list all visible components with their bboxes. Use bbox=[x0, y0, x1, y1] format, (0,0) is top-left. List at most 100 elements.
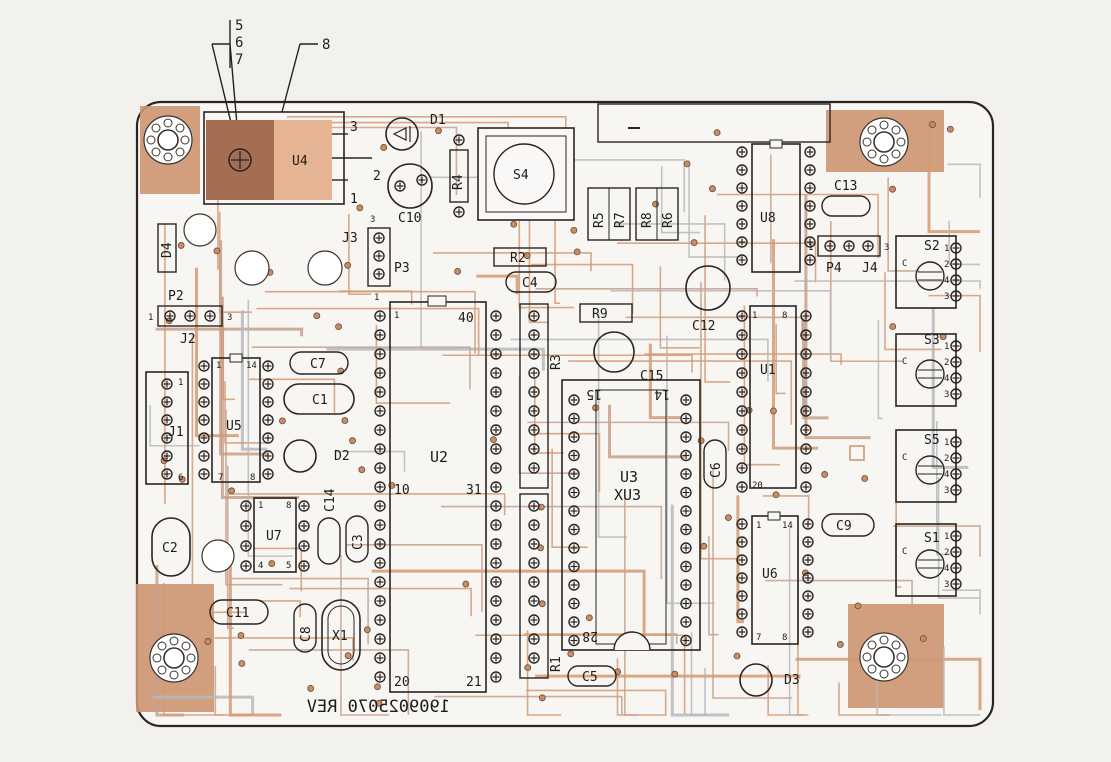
switch-pin-label: 4 bbox=[944, 276, 949, 286]
pin-u1-1: 1 bbox=[752, 311, 757, 321]
switch-pin-label: 1 bbox=[944, 532, 949, 542]
c1-capacitor bbox=[283, 383, 355, 415]
label-p2: P2 bbox=[168, 289, 184, 304]
u1-ic bbox=[749, 305, 797, 489]
p4-header bbox=[817, 235, 881, 257]
pin-u1-8: 8 bbox=[782, 311, 787, 321]
p2-header bbox=[157, 305, 223, 327]
pin-u6-14: 14 bbox=[782, 521, 793, 531]
label-d4: D4 bbox=[160, 242, 175, 258]
pin-u4-3: 3 bbox=[350, 120, 358, 135]
label-d1: D1 bbox=[430, 113, 446, 128]
pin-u5-7: 7 bbox=[218, 473, 223, 483]
label-c13: C13 bbox=[834, 179, 857, 194]
label-c10: C10 bbox=[398, 211, 421, 226]
r4-resistor bbox=[449, 134, 469, 218]
switch-common-label: C bbox=[902, 357, 907, 367]
switch-pin-label: 2 bbox=[944, 260, 949, 270]
switch-pin-label: 4 bbox=[944, 470, 949, 480]
label-u7: U7 bbox=[266, 529, 282, 544]
label-r9: R9 bbox=[592, 307, 608, 322]
pin-u3-14: 14 bbox=[654, 386, 670, 401]
switch-pin-label: 1 bbox=[944, 438, 949, 448]
plain-holes bbox=[183, 213, 343, 573]
label-c1: C1 bbox=[312, 393, 328, 408]
label-r4: R4 bbox=[451, 174, 466, 190]
pin-u5-14: 14 bbox=[246, 361, 257, 371]
pin-j1-6: 6 bbox=[178, 473, 183, 483]
c10-capacitor bbox=[387, 163, 433, 209]
switch-pin-label: 2 bbox=[944, 548, 949, 558]
c15-capacitor bbox=[593, 331, 635, 373]
pin-u6-7: 7 bbox=[756, 633, 761, 643]
pin-u5-8: 8 bbox=[250, 473, 255, 483]
label-c6: C6 bbox=[709, 462, 724, 478]
label-c4: C4 bbox=[522, 276, 538, 291]
r1-array bbox=[519, 493, 549, 679]
label-r3: R3 bbox=[549, 354, 564, 370]
r2-resistor bbox=[493, 247, 547, 267]
callout-6: 6 bbox=[235, 35, 243, 51]
label-u6: U6 bbox=[762, 567, 778, 582]
label-d3: D3 bbox=[784, 673, 800, 688]
label-x1: X1 bbox=[332, 629, 348, 644]
c2-capacitor bbox=[151, 517, 191, 577]
c4-capacitor bbox=[505, 271, 557, 293]
label-c15: C15 bbox=[640, 369, 663, 384]
label-p3: P3 bbox=[394, 261, 410, 276]
j3-header bbox=[367, 227, 391, 287]
top-connector bbox=[597, 103, 831, 143]
c7-capacitor bbox=[289, 351, 349, 375]
pin-u2-21: 21 bbox=[466, 675, 482, 690]
c8-capacitor bbox=[293, 603, 317, 653]
pin-u3-28: 28 bbox=[582, 628, 598, 643]
label-d2: D2 bbox=[334, 449, 350, 464]
pin-u7-4: 4 bbox=[258, 561, 263, 571]
switch-pin-label: 1 bbox=[944, 244, 949, 254]
callout-8: 8 bbox=[322, 37, 330, 53]
label-r5: R5 bbox=[592, 212, 607, 228]
pin-u4-1: 1 bbox=[350, 192, 358, 207]
label-u4: U4 bbox=[292, 154, 308, 169]
board-outline bbox=[135, 100, 995, 728]
switch-pin-label: 3 bbox=[944, 390, 949, 400]
label-j4: J4 bbox=[862, 261, 878, 276]
pin-u6-1: 1 bbox=[756, 521, 761, 531]
u5-ic bbox=[211, 353, 261, 483]
label-s2: S2 bbox=[924, 239, 940, 254]
pin-u2-10: 10 bbox=[394, 483, 410, 498]
label-c5: C5 bbox=[582, 670, 598, 685]
switch-common-label: C bbox=[902, 453, 907, 463]
pin-u4-2: 2 bbox=[373, 169, 381, 184]
pin-p3-1: 1 bbox=[374, 293, 379, 303]
board-revision-text: 1909025070 REV bbox=[307, 697, 450, 717]
label-c12: C12 bbox=[692, 319, 715, 334]
c6-capacitor bbox=[703, 439, 727, 489]
label-s1: S1 bbox=[924, 531, 940, 546]
d2-led bbox=[283, 439, 317, 473]
c12-capacitor bbox=[685, 265, 731, 311]
u3-socket bbox=[561, 379, 701, 651]
resistor-block-r8-r6 bbox=[635, 187, 679, 241]
pin-p2-3: 3 bbox=[227, 313, 232, 323]
switch-common-label: C bbox=[902, 259, 907, 269]
label-j2: J2 bbox=[180, 332, 196, 347]
x1-crystal bbox=[321, 599, 361, 671]
callout-5: 5 bbox=[235, 18, 243, 34]
u4-regulator bbox=[203, 111, 372, 205]
label-xu3: XU3 bbox=[614, 486, 641, 504]
label-j3: J3 bbox=[342, 231, 358, 246]
c14-capacitor bbox=[317, 517, 341, 565]
label-r1: R1 bbox=[549, 656, 564, 672]
label-s4: S4 bbox=[513, 168, 529, 183]
label-c2: C2 bbox=[162, 541, 178, 556]
switch-pin-label: 3 bbox=[944, 292, 949, 302]
label-u2: U2 bbox=[430, 448, 448, 466]
label-s5: S5 bbox=[924, 433, 940, 448]
resistor-block-r5-r7 bbox=[587, 187, 631, 241]
label-r6: R6 bbox=[661, 212, 676, 228]
u7-ic bbox=[253, 497, 297, 573]
